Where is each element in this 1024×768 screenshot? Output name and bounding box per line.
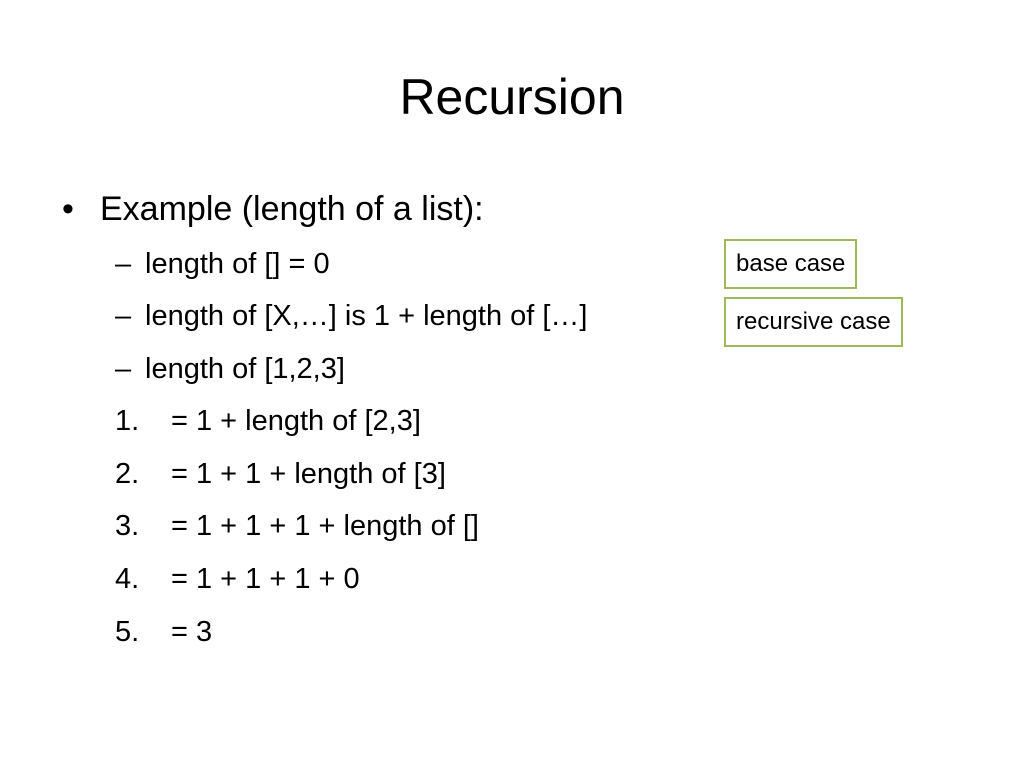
step-item: 5. = 3: [115, 612, 212, 652]
bullet-text: Example (length of a list):: [100, 190, 484, 228]
sub-item-text: length of [X,…] is 1 + length of […]: [145, 300, 588, 332]
dash-marker: –: [115, 353, 132, 385]
step-number: 5.: [115, 616, 140, 648]
sub-item-base: –length of [] = 0: [115, 244, 330, 284]
base-case-callout: base case: [724, 239, 858, 289]
sub-item-text: length of [] = 0: [145, 248, 330, 280]
sub-item-text: length of [1,2,3]: [145, 353, 345, 385]
sub-item-recursive: –length of [X,…] is 1 + length of […]: [115, 296, 588, 336]
step-text: = 1 + 1 + length of [3]: [171, 458, 446, 490]
bullet-item: • Example (length of a list):: [62, 186, 484, 232]
step-number: 1.: [115, 405, 140, 437]
bullet-marker: •: [62, 190, 74, 228]
recursive-case-callout: recursive case: [724, 297, 903, 347]
step-text: = 1 + 1 + 1 + length of []: [171, 510, 479, 542]
step-item: 4. = 1 + 1 + 1 + 0: [115, 559, 360, 599]
step-text: = 3: [171, 616, 213, 648]
slide-title: Recursion: [399, 69, 625, 125]
step-number: 4.: [115, 563, 140, 595]
step-number: 2.: [115, 458, 140, 490]
sub-item-example: –length of [1,2,3]: [115, 349, 345, 389]
step-text: = 1 + 1 + 1 + 0: [171, 563, 360, 595]
step-text: = 1 + length of [2,3]: [171, 405, 421, 437]
step-item: 3. = 1 + 1 + 1 + length of []: [115, 506, 479, 546]
dash-marker: –: [115, 248, 132, 280]
step-item: 1. = 1 + length of [2,3]: [115, 401, 421, 441]
step-item: 2. = 1 + 1 + length of [3]: [115, 454, 446, 494]
dash-marker: –: [115, 300, 132, 332]
step-number: 3.: [115, 510, 140, 542]
